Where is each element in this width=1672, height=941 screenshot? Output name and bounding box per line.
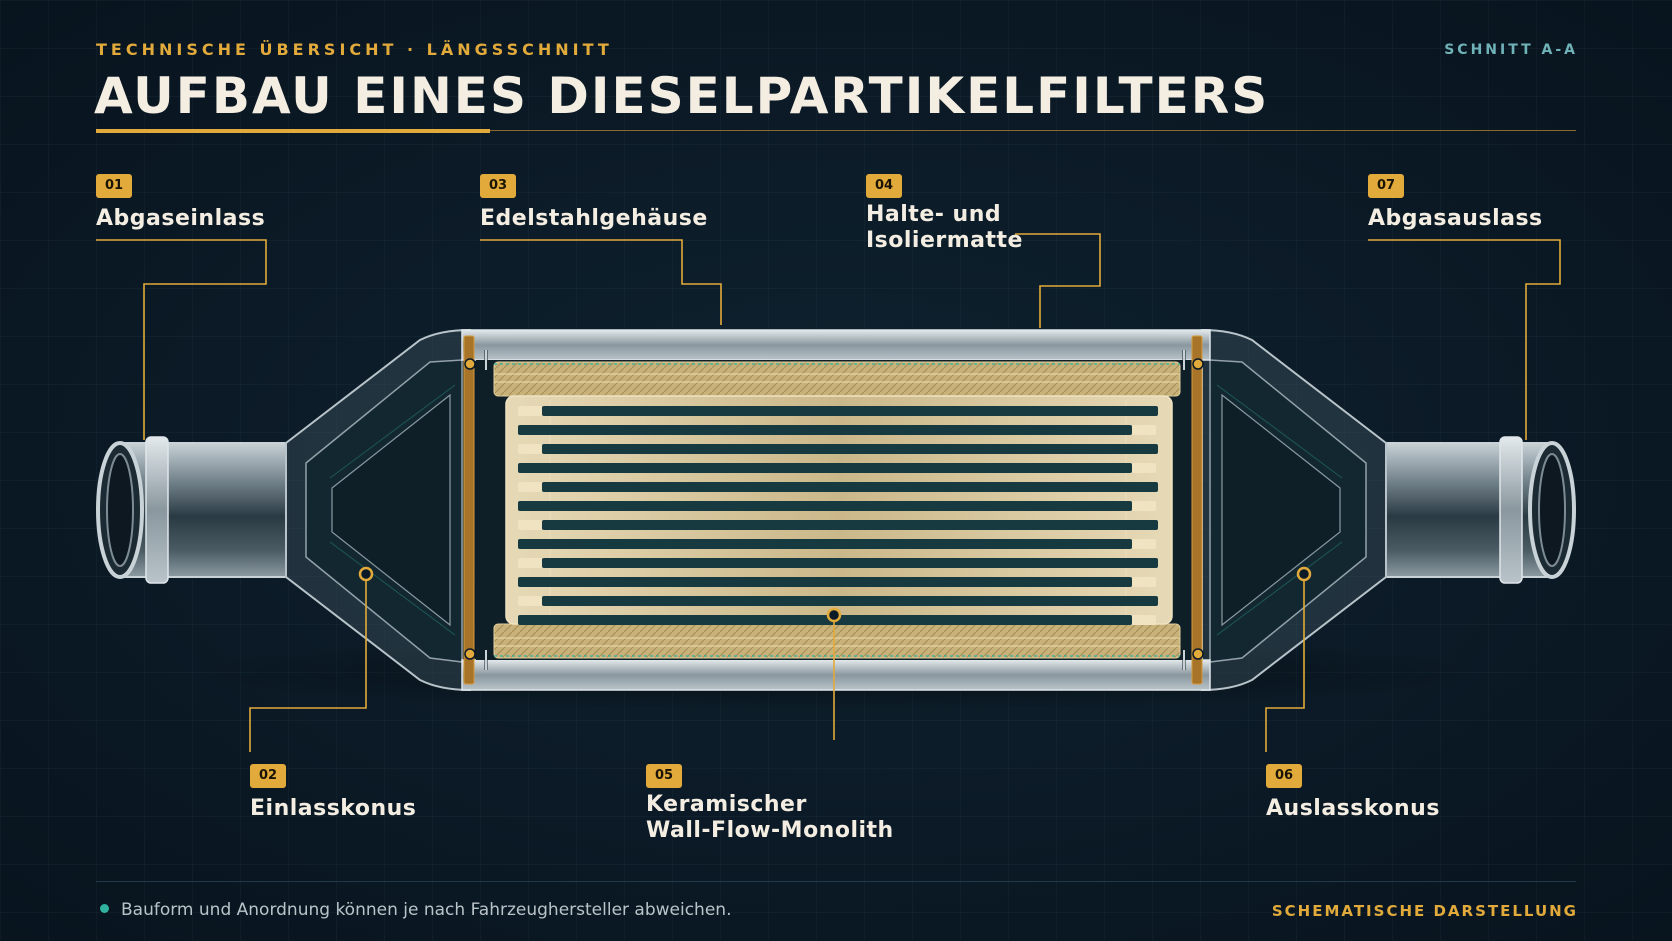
outlet-pipe bbox=[1385, 436, 1576, 584]
monolith-channel bbox=[542, 406, 1158, 416]
channel-plug bbox=[518, 520, 542, 530]
callout-label: Abgasauslass bbox=[1368, 206, 1543, 231]
anchor-flange-br bbox=[1192, 648, 1204, 660]
monolith-channel bbox=[518, 501, 1132, 511]
monolith-channel bbox=[542, 444, 1158, 454]
channel-plug bbox=[518, 558, 542, 568]
title-rule-accent bbox=[96, 129, 490, 133]
callout-01: 01 Abgaseinlass bbox=[96, 174, 265, 232]
monolith-channel bbox=[518, 539, 1132, 549]
channel-plug bbox=[1132, 425, 1156, 435]
callout-06: 06 Auslasskonus bbox=[1266, 764, 1440, 822]
anchor-outlet-cone bbox=[1296, 566, 1312, 582]
header-kicker: TECHNISCHE ÜBERSICHT · LÄNGSSCHNITT bbox=[96, 40, 613, 59]
leader-04 bbox=[1015, 233, 1101, 328]
anchor-flange-tr bbox=[1192, 358, 1204, 370]
section-label: SCHNITT A-A bbox=[1444, 42, 1578, 58]
channel-plug bbox=[518, 406, 542, 416]
page-title: AUFBAU EINES DIESELPARTIKELFILTERS bbox=[94, 67, 1270, 125]
anchor-points bbox=[358, 358, 1312, 660]
callout-label: Auslasskonus bbox=[1266, 796, 1440, 821]
callout-badge: 04 bbox=[866, 174, 903, 198]
insulation-mat bbox=[493, 361, 1181, 659]
channel-plug bbox=[518, 596, 542, 606]
monolith-channel bbox=[542, 482, 1158, 492]
callout-label: Keramischer Wall-Flow-Monolith bbox=[646, 792, 894, 843]
outlet-cone bbox=[1201, 328, 1387, 692]
housing-flanges bbox=[463, 335, 1203, 685]
leader-06 bbox=[1265, 575, 1305, 752]
callout-badge: 07 bbox=[1368, 174, 1405, 198]
callout-05: 05 Keramischer Wall-Flow-Monolith bbox=[646, 764, 894, 844]
channel-plug bbox=[1132, 539, 1156, 549]
callout-04: 04 Halte- und Isoliermatte bbox=[866, 174, 1023, 254]
title-rule bbox=[96, 130, 1576, 131]
inlet-cone bbox=[285, 328, 471, 692]
callout-badge: 06 bbox=[1266, 764, 1303, 788]
monolith-channel bbox=[518, 463, 1132, 473]
monolith-channel bbox=[518, 425, 1132, 435]
channel-plug bbox=[518, 444, 542, 454]
leader-01 bbox=[96, 239, 267, 440]
monolith-channel bbox=[518, 615, 1132, 625]
channel-plug bbox=[1132, 615, 1156, 625]
callout-label: Halte- und Isoliermatte bbox=[866, 202, 1023, 253]
monolith-channel bbox=[542, 520, 1158, 530]
ceramic-monolith bbox=[505, 395, 1173, 625]
channel-plug bbox=[1132, 577, 1156, 587]
footer-note: Bauform und Anordnung können je nach Fah… bbox=[100, 900, 731, 920]
anchor-monolith bbox=[826, 607, 842, 623]
callout-03: 03 Edelstahlgehäuse bbox=[480, 174, 708, 232]
channel-plug bbox=[518, 482, 542, 492]
anchor-flange-bl bbox=[464, 648, 476, 660]
callout-label: Edelstahlgehäuse bbox=[480, 206, 708, 231]
footer-schema-label: SCHEMATISCHE DARSTELLUNG bbox=[1271, 902, 1578, 920]
channel-plug bbox=[1132, 463, 1156, 473]
channel-plug bbox=[1132, 501, 1156, 511]
callout-badge: 02 bbox=[250, 764, 287, 788]
leader-02 bbox=[249, 575, 367, 752]
callout-label: Einlasskonus bbox=[250, 796, 417, 821]
callout-07: 07 Abgasauslass bbox=[1368, 174, 1543, 232]
leader-lines bbox=[96, 233, 1561, 752]
monolith-channel bbox=[518, 577, 1132, 587]
monolith-channel bbox=[542, 596, 1158, 606]
monolith-channel bbox=[542, 558, 1158, 568]
bullet-dot-icon bbox=[100, 903, 109, 913]
leader-03 bbox=[480, 239, 722, 325]
anchor-inlet-cone bbox=[358, 566, 374, 582]
callout-badge: 03 bbox=[480, 174, 517, 198]
callout-02: 02 Einlasskonus bbox=[250, 764, 416, 822]
callout-badge: 05 bbox=[646, 764, 683, 788]
callout-label: Abgaseinlass bbox=[96, 206, 266, 231]
footer-rule bbox=[96, 881, 1576, 882]
inlet-pipe bbox=[96, 436, 287, 584]
anchor-flange-tl bbox=[464, 358, 476, 370]
callout-badge: 01 bbox=[96, 174, 133, 198]
leader-07 bbox=[1368, 239, 1561, 440]
